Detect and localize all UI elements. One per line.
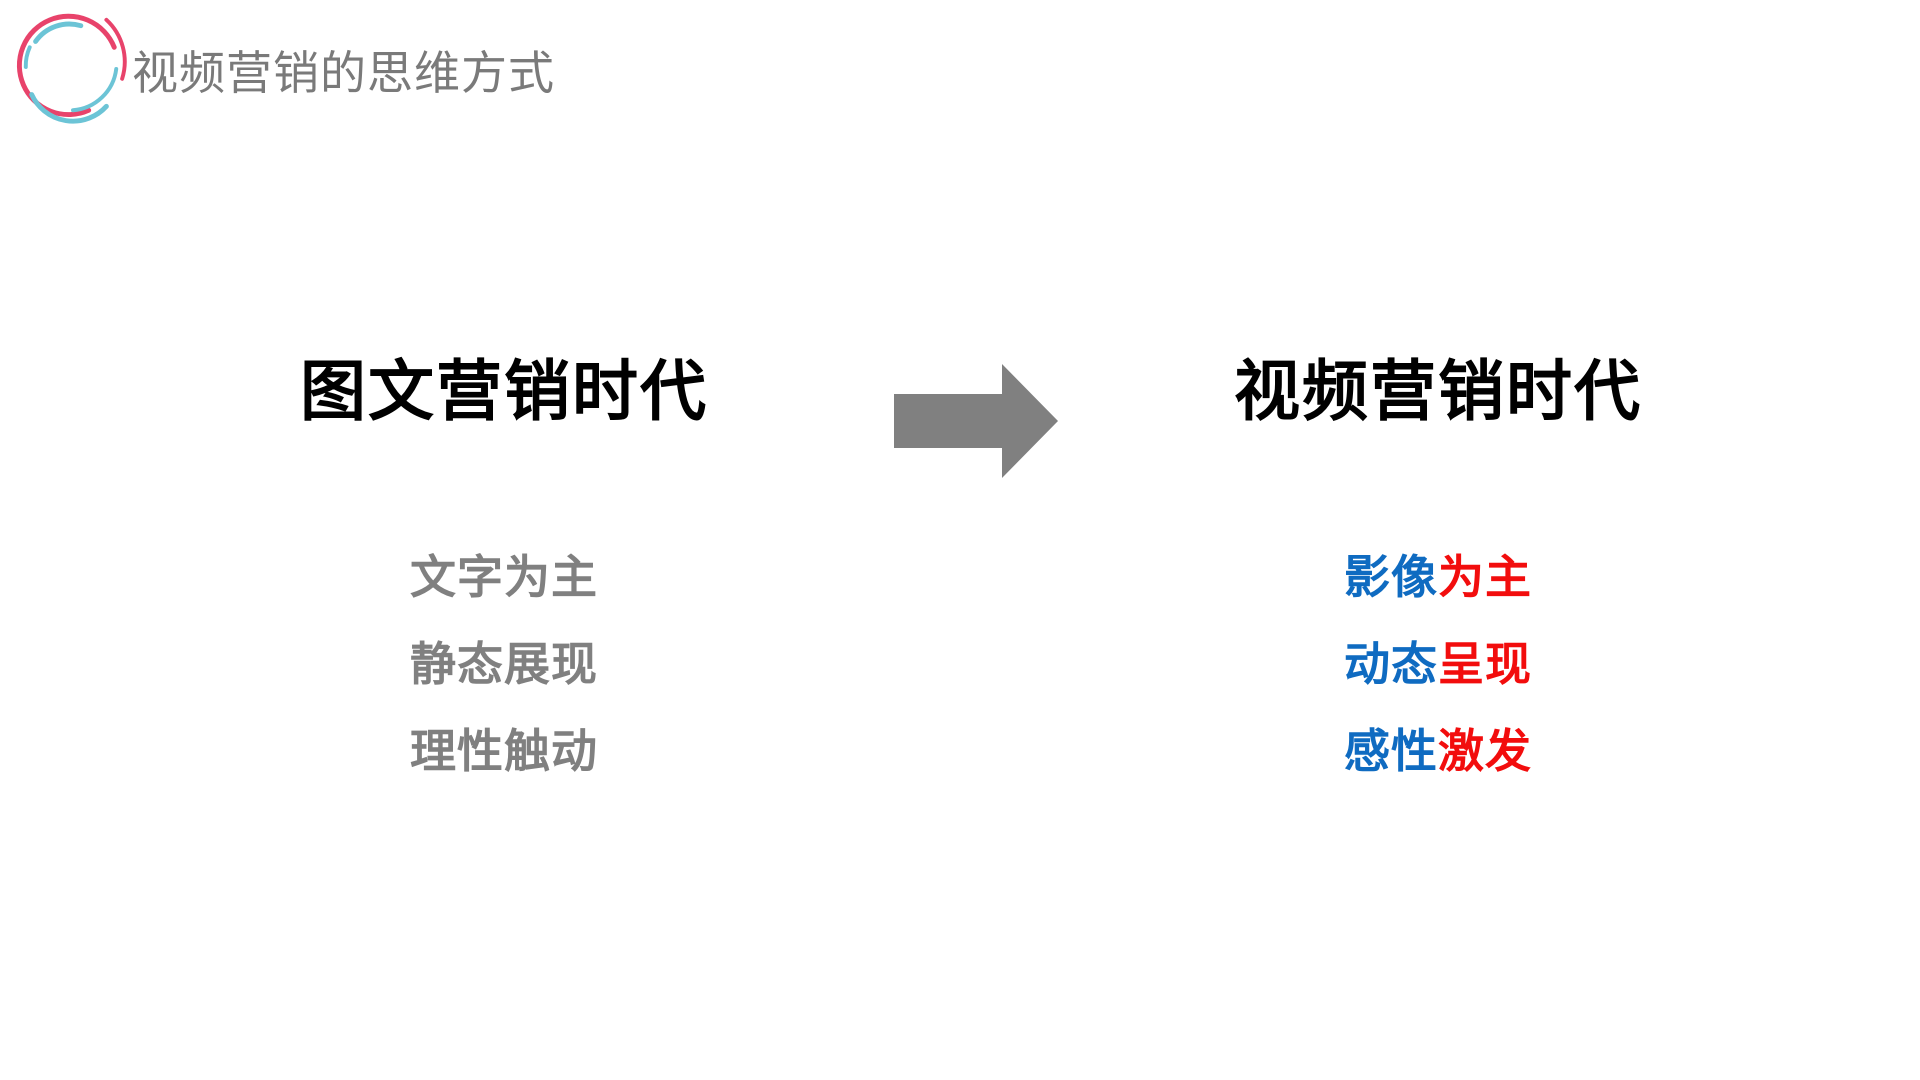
circular-swirl-logo-icon [16, 13, 127, 124]
right-point-2-emphasis: 呈现 [1438, 637, 1532, 691]
right-column: 视频营销时代 影像为主 动态呈现 感性激发 [1178, 352, 1698, 809]
left-point-1: 文字为主 [410, 550, 598, 604]
right-column-heading: 视频营销时代 [1234, 353, 1642, 430]
right-point-3-emphasis: 激发 [1438, 724, 1532, 778]
right-point-2-subject: 动态 [1344, 637, 1438, 691]
left-point-2: 静态展现 [410, 637, 598, 691]
left-column-heading: 图文营销时代 [300, 353, 708, 430]
right-point-3: 感性激发 [1178, 722, 1698, 780]
left-point-list: 文字为主 静态展现 理性触动 [244, 548, 764, 780]
right-point-1-emphasis: 为主 [1438, 550, 1532, 604]
right-point-1: 影像为主 [1178, 548, 1698, 606]
right-point-2: 动态呈现 [1178, 635, 1698, 693]
right-arrow-icon [894, 364, 1058, 478]
left-column: 图文营销时代 文字为主 静态展现 理性触动 [244, 352, 764, 809]
right-point-3-subject: 感性 [1344, 724, 1438, 778]
page-title: 视频营销的思维方式 [132, 46, 555, 100]
left-point-3: 理性触动 [410, 724, 598, 778]
right-point-list: 影像为主 动态呈现 感性激发 [1178, 548, 1698, 780]
right-point-1-subject: 影像 [1344, 550, 1438, 604]
